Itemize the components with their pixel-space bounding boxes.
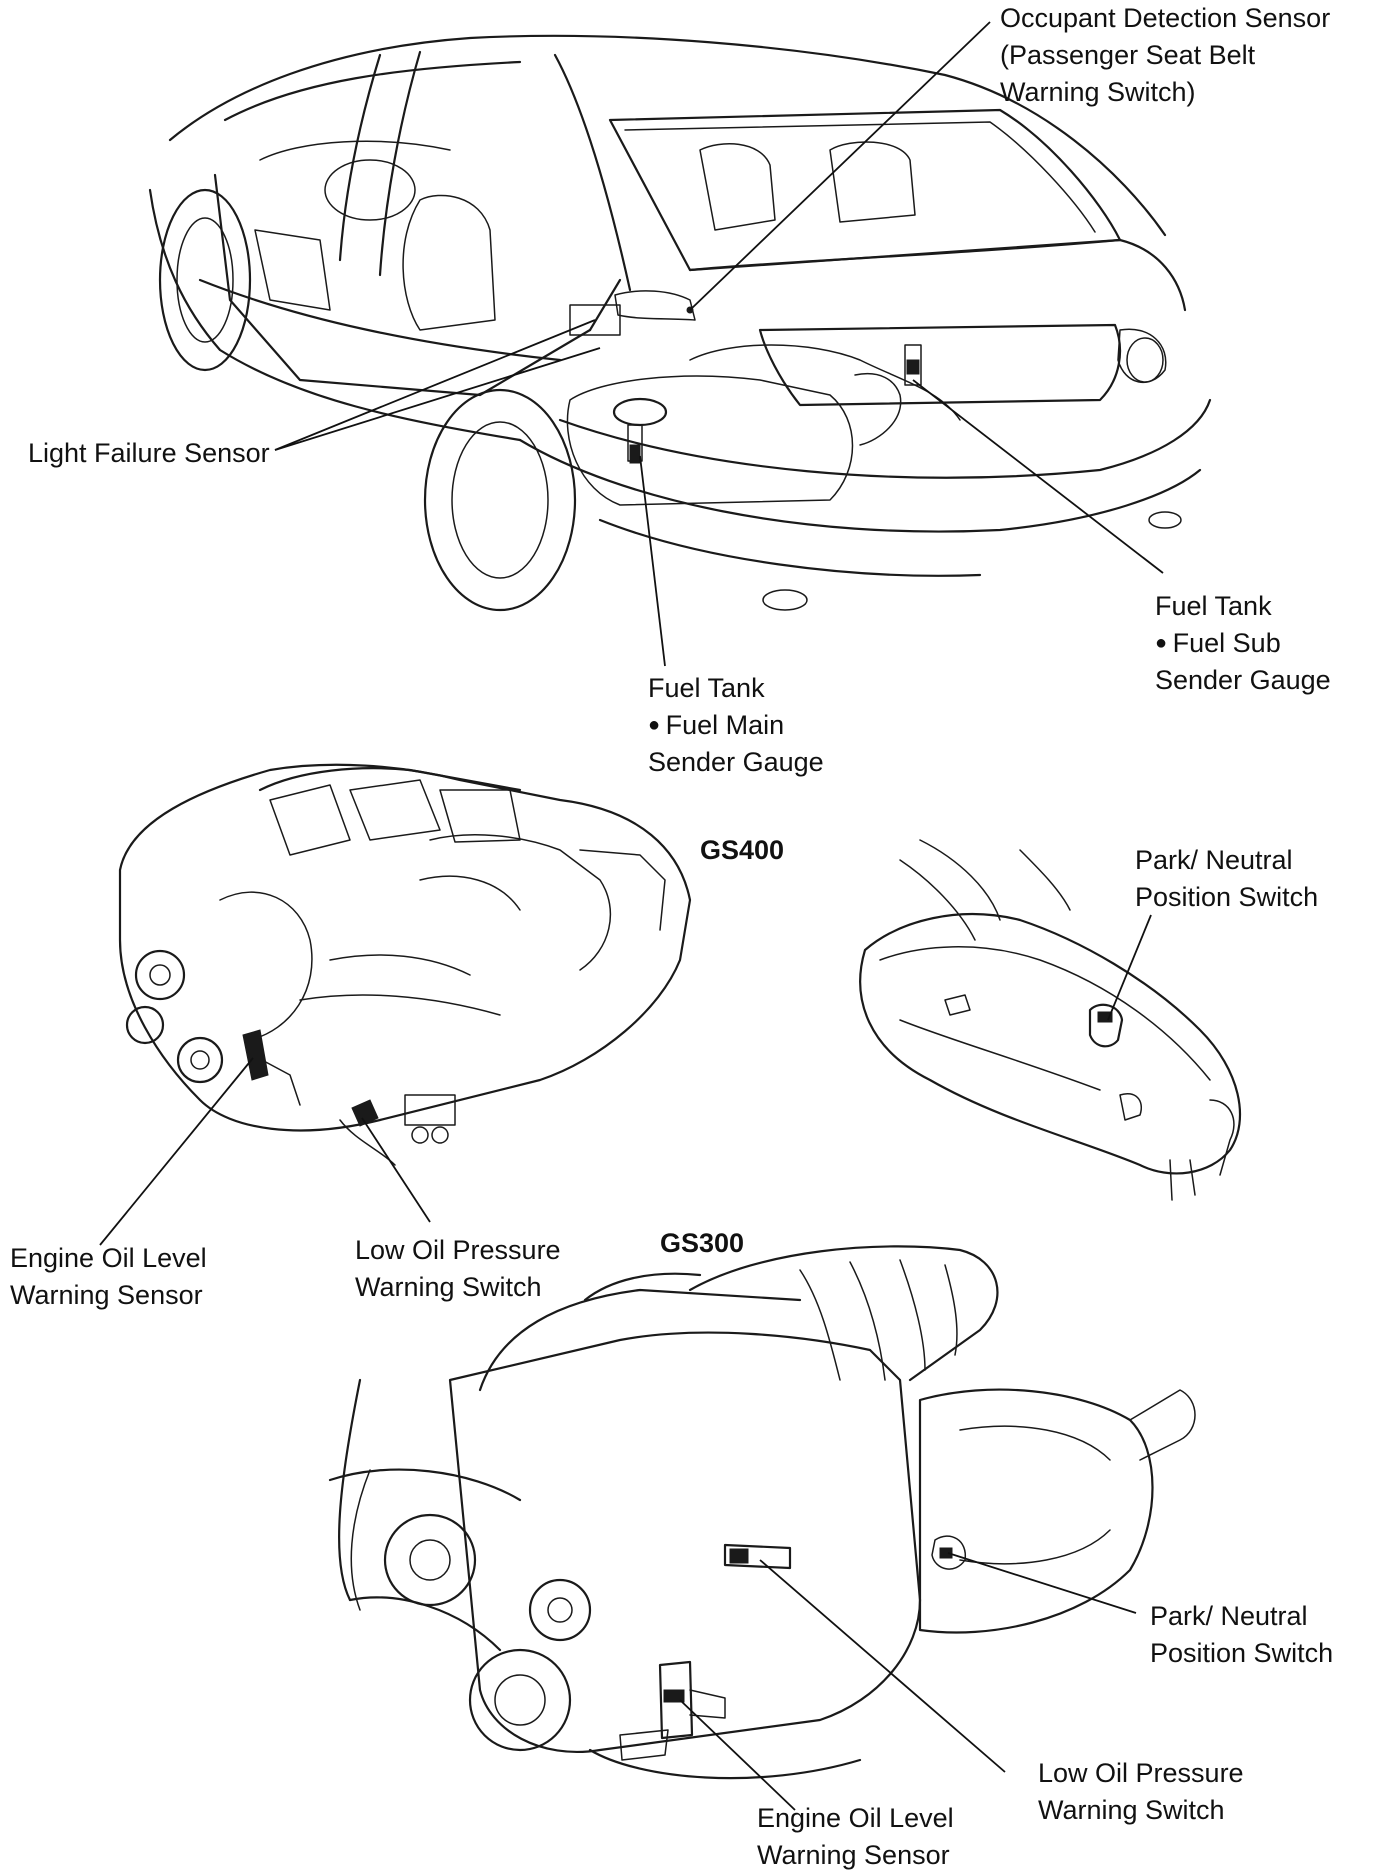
label-line: Engine Oil Level: [757, 1803, 954, 1833]
gs400-engine-illustration: [118, 763, 692, 1166]
gs400-park-neutral-switch-label: Park/ Neutral Position Switch: [1135, 842, 1318, 916]
label-line: Sender Gauge: [1155, 665, 1331, 695]
label-line: Fuel Tank: [1155, 591, 1272, 621]
occupant-detection-sensor-label: Occupant Detection Sensor (Passenger Sea…: [1000, 0, 1330, 111]
label-line: Light Failure Sensor: [28, 438, 270, 468]
gs400-model-label: GS400: [700, 835, 785, 865]
gs300-low-oil-pressure-switch-label: Low Oil Pressure Warning Switch: [1038, 1755, 1244, 1829]
label-line: Fuel Tank: [648, 673, 765, 703]
label-line: Fuel Main: [648, 707, 824, 744]
label-line: (Passenger Seat Belt: [1000, 40, 1256, 70]
label-line: Sender Gauge: [648, 747, 824, 777]
gs400-engine-oil-level-sensor-label: Engine Oil Level Warning Sensor: [10, 1240, 207, 1314]
label-line: Warning Sensor: [757, 1840, 950, 1870]
light-failure-sensor-label: Light Failure Sensor: [28, 435, 270, 472]
gs400-transmission-illustration: [859, 839, 1242, 1201]
gs300-model-label: GS300: [660, 1228, 745, 1258]
label-line: Engine Oil Level: [10, 1243, 207, 1273]
label-line: Occupant Detection Sensor: [1000, 3, 1331, 33]
fuel-main-sender-gauge-label: Fuel Tank Fuel Main Sender Gauge: [648, 670, 824, 781]
label-line: Position Switch: [1135, 882, 1319, 912]
fuel-sub-sender-gauge-label: Fuel Tank Fuel Sub Sender Gauge: [1155, 588, 1331, 699]
label-line: Warning Switch: [1038, 1795, 1225, 1825]
label-line: Warning Switch): [1000, 77, 1196, 107]
label-line: Park/ Neutral: [1150, 1601, 1308, 1631]
label-line: Low Oil Pressure: [355, 1235, 561, 1265]
gs400-low-oil-pressure-switch-label: Low Oil Pressure Warning Switch: [355, 1232, 561, 1306]
car-illustration: [148, 34, 1212, 612]
label-line: Low Oil Pressure: [1038, 1758, 1244, 1788]
gs300-park-neutral-switch-label: Park/ Neutral Position Switch: [1150, 1598, 1333, 1672]
label-line: Position Switch: [1150, 1638, 1334, 1668]
gs300-engine-oil-level-sensor-label: Engine Oil Level Warning Sensor: [757, 1800, 954, 1874]
leader-lines: [99, 21, 1164, 1811]
label-line: Fuel Sub: [1155, 625, 1331, 662]
label-line: Park/ Neutral: [1135, 845, 1293, 875]
label-line: Warning Sensor: [10, 1280, 203, 1310]
label-line: Warning Switch: [355, 1272, 542, 1302]
gs300-engine-illustration: [328, 1245, 1196, 1780]
